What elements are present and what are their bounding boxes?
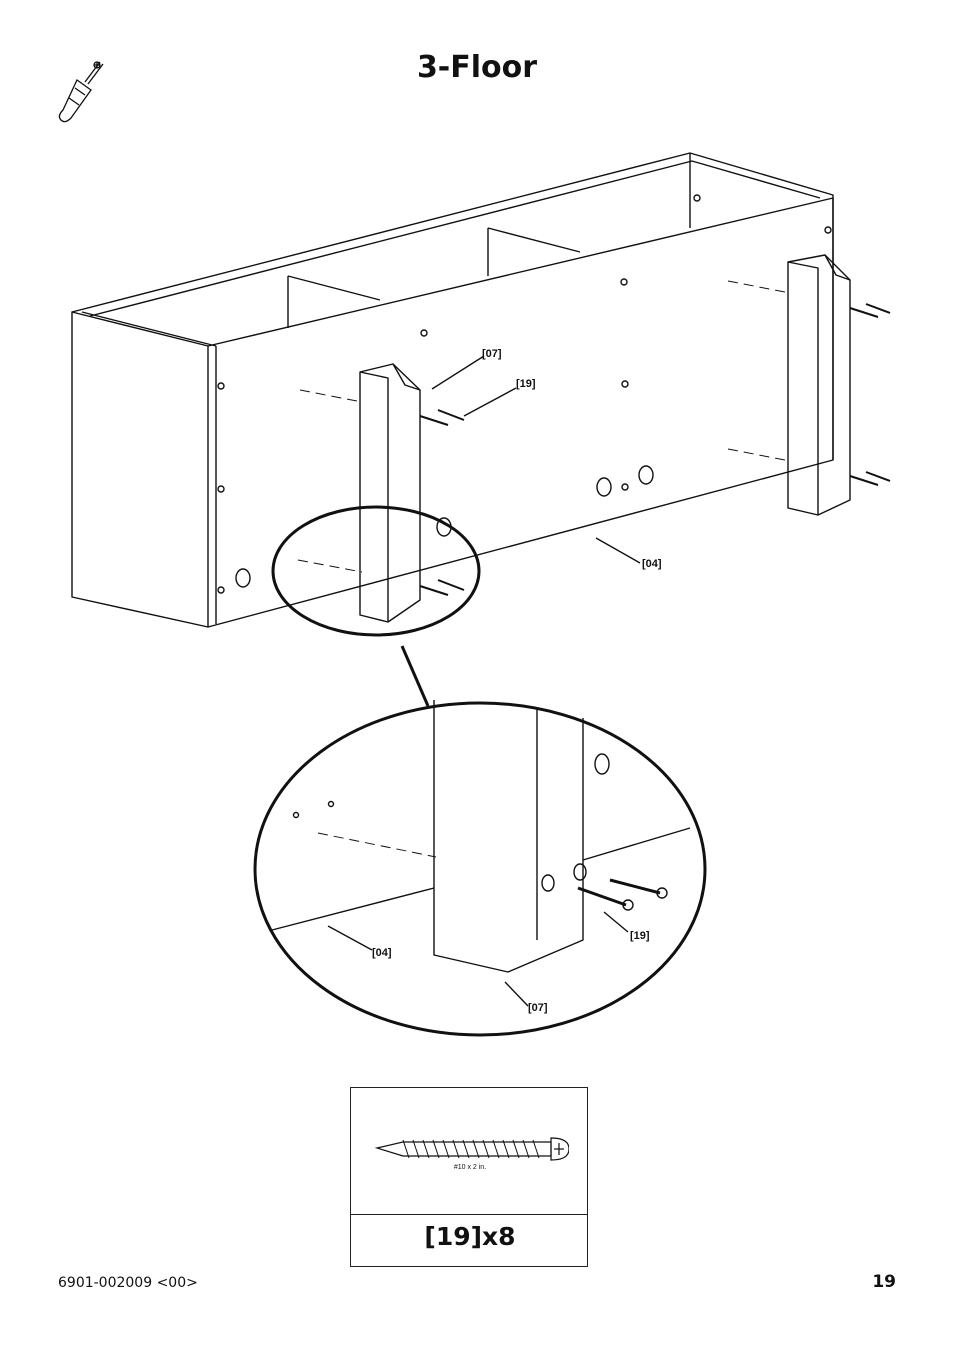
detail-zoom-circle-large [253,701,707,1037]
detail-zoom-circle-small [271,505,481,637]
screw-icon [374,1137,569,1161]
parts-box: #10 x 2 in. [19]x8 [350,1087,588,1267]
cabinet-top-edge [71,152,834,460]
screw-callout: [19] [516,378,536,390]
detail-screw-callout: [19] [630,930,650,942]
assembly-illustration: [07] [19] [04] [04] [19] [07] [71,152,891,1037]
screw-size-label: #10 x 2 in. [453,1164,487,1171]
detail-post-callout: [07] [528,1002,548,1014]
cabinet-inner-top [89,160,821,317]
parts-box-divider [351,1214,587,1215]
board-callout: [04] [642,558,662,570]
cabinet-front-panel [207,197,834,628]
right-post [787,254,851,516]
cabinet-left-side [71,311,209,628]
detail-board-callout: [04] [372,947,392,959]
screw-quantity-label: [19]x8 [424,1222,516,1251]
screwdriver-icon [58,61,104,123]
page-number: 19 [872,1272,896,1292]
document-code: 6901-002009 <00> [58,1275,198,1291]
page-title: 3-Floor [416,50,538,85]
post-callout: [07] [482,348,502,360]
